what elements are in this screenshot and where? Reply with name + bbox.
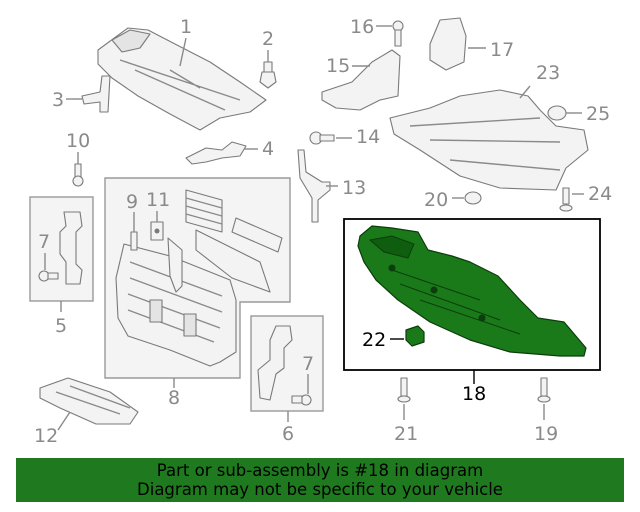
leader-1: [179, 37, 187, 67]
callout-2[interactable]: 2: [262, 28, 274, 50]
banner-line-disclaimer: Diagram may not be specific to your vehi…: [137, 480, 503, 499]
part-13-bracket[interactable]: [297, 149, 331, 223]
callout-5[interactable]: 5: [55, 315, 67, 337]
callout-7a[interactable]: 7: [38, 231, 50, 253]
callout-16[interactable]: 16: [350, 16, 374, 38]
part-8-louvers[interactable]: [167, 189, 283, 293]
callout-8[interactable]: 8: [168, 387, 180, 409]
part-15-deflector[interactable]: [321, 49, 401, 111]
part-18-air-deflector-highlighted[interactable]: [357, 225, 587, 357]
part-8-shutter-assembly[interactable]: [115, 243, 237, 367]
part-1-radiator-cover[interactable]: [97, 27, 267, 131]
callout-12[interactable]: 12: [34, 425, 58, 447]
callout-11[interactable]: 11: [146, 189, 170, 211]
part-21-bolt[interactable]: [397, 377, 411, 403]
callout-23[interactable]: 23: [536, 62, 560, 84]
callout-15[interactable]: 15: [326, 55, 350, 77]
part-23-underbody-shield[interactable]: [389, 89, 589, 191]
part-24-bolt[interactable]: [559, 187, 573, 212]
callout-4[interactable]: 4: [262, 138, 274, 160]
part-25-plug[interactable]: [547, 105, 567, 121]
callout-25[interactable]: 25: [586, 103, 610, 125]
part-2-push-clip[interactable]: [259, 61, 277, 89]
part-5-air-guide[interactable]: [59, 211, 83, 285]
part-3-bracket[interactable]: [81, 75, 111, 113]
leader-23: [519, 85, 531, 99]
part-19-bolt[interactable]: [537, 377, 551, 403]
callout-21[interactable]: 21: [394, 423, 418, 445]
callout-20[interactable]: 20: [424, 189, 448, 211]
banner-line-part: Part or sub-assembly is #18 in diagram: [156, 461, 484, 480]
callout-24[interactable]: 24: [588, 183, 612, 205]
callout-13[interactable]: 13: [342, 177, 366, 199]
part-10-bolt[interactable]: [72, 163, 84, 187]
callout-10[interactable]: 10: [66, 130, 90, 152]
part-12-lower-shield[interactable]: [39, 377, 139, 425]
part-17-bracket[interactable]: [429, 17, 467, 71]
part-11-clip[interactable]: [150, 221, 164, 241]
part-4-bracket[interactable]: [185, 141, 247, 165]
part-7-screw-b[interactable]: [291, 394, 312, 406]
part-20-grommet[interactable]: [464, 191, 482, 205]
part-16-bolt[interactable]: [392, 20, 404, 47]
callout-7b[interactable]: 7: [302, 353, 314, 375]
part-9-shutter-blade[interactable]: [130, 231, 138, 251]
callout-3[interactable]: 3: [52, 89, 64, 111]
callout-1[interactable]: 1: [180, 16, 192, 38]
callout-22[interactable]: 22: [362, 329, 386, 351]
part-12-ribs: [55, 385, 131, 415]
part-22-clip-highlighted[interactable]: [405, 325, 425, 347]
callout-9[interactable]: 9: [126, 191, 138, 213]
callout-19[interactable]: 19: [534, 423, 558, 445]
part-7-screw-a[interactable]: [38, 270, 59, 282]
callout-14[interactable]: 14: [356, 126, 380, 148]
part-6-air-guide[interactable]: [257, 325, 293, 401]
leader-12: [57, 411, 71, 431]
callout-6[interactable]: 6: [282, 423, 294, 445]
callout-18[interactable]: 18: [462, 383, 486, 405]
diagram-notice-banner: Part or sub-assembly is #18 in diagram D…: [16, 458, 624, 502]
part-14-screw[interactable]: [309, 131, 335, 145]
callout-17[interactable]: 17: [490, 39, 514, 61]
